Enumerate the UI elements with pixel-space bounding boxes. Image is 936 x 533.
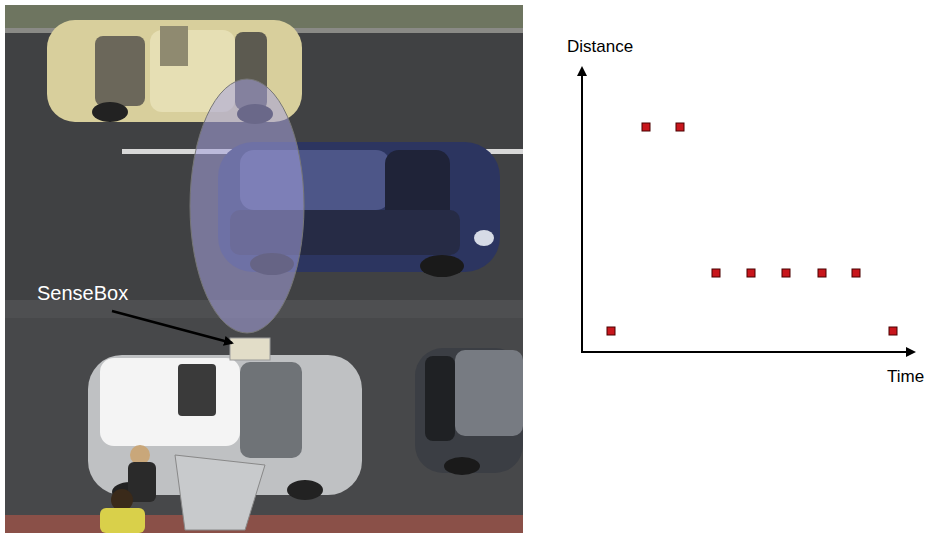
axis-label: Time bbox=[887, 367, 924, 387]
callout-label: SenseBox bbox=[37, 281, 128, 305]
street-photo bbox=[5, 5, 523, 533]
parked-car bbox=[415, 348, 523, 475]
leader-arrow bbox=[112, 311, 232, 343]
sensor-range bbox=[190, 79, 304, 333]
axis-label: Distance bbox=[567, 37, 633, 57]
scatter-chart bbox=[581, 68, 914, 353]
sensor-car bbox=[88, 338, 362, 533]
